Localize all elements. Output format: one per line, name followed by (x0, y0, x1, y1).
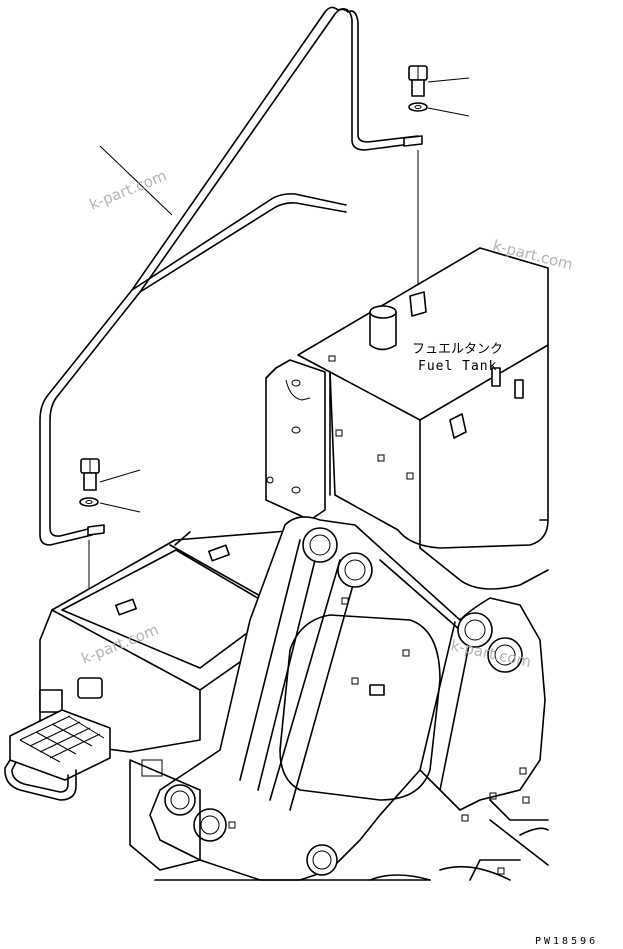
watermark: k-part.com (87, 166, 169, 213)
battery-box (39, 529, 301, 753)
fuel-tank (297, 247, 549, 549)
leader-line-handrail (99, 145, 173, 216)
washer-top (408, 102, 428, 112)
drawing-code: PW18596 (535, 936, 598, 947)
side-plate (265, 359, 326, 521)
right-structure (419, 519, 549, 881)
bolt-top (408, 65, 428, 97)
washer-left (79, 497, 99, 507)
leader-lines-top (417, 77, 470, 300)
fuel-tank-label-jp: フュエルタンク (412, 342, 503, 357)
bolt-left (80, 458, 100, 491)
step (4, 709, 111, 801)
handrail (39, 6, 423, 546)
main-frame (129, 516, 546, 881)
fuel-tank-label-en: Fuel Tank (418, 359, 497, 374)
